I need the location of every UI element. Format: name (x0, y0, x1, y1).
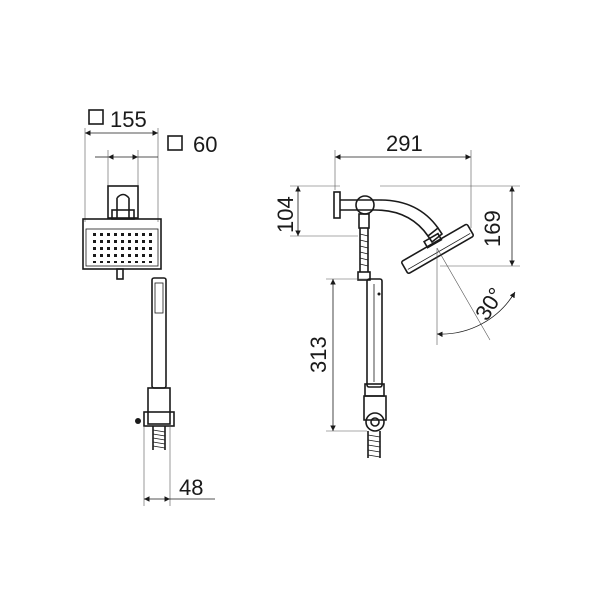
dim-60-label: 60 (193, 132, 217, 157)
dim-313-label: 313 (306, 336, 331, 373)
connector-pipe-side (358, 213, 370, 229)
spray-holes (89, 232, 155, 263)
holder-side (363, 395, 387, 421)
side-view: 291 104 169 (273, 131, 520, 458)
square-symbol-60 (167, 135, 183, 151)
wall-flange-side (333, 191, 341, 219)
hose-side (367, 431, 381, 458)
dim-48-label: 48 (179, 475, 203, 500)
front-view: 155 60 (82, 107, 217, 506)
hand-shower-side (366, 278, 383, 388)
shower-arm-front (116, 193, 130, 219)
hand-shower-front (151, 277, 167, 389)
dim-104-label: 104 (273, 196, 298, 233)
dim-155-label: 155 (110, 107, 147, 132)
dim-169-label: 169 (480, 210, 505, 247)
holder-front (147, 387, 171, 425)
angle-arc (436, 291, 516, 338)
shower-head-side (401, 223, 474, 274)
wall-bracket-front (107, 185, 139, 219)
angle-label: 30° (470, 283, 509, 324)
square-symbol-155 (88, 109, 104, 125)
dim-291-label: 291 (386, 131, 423, 156)
